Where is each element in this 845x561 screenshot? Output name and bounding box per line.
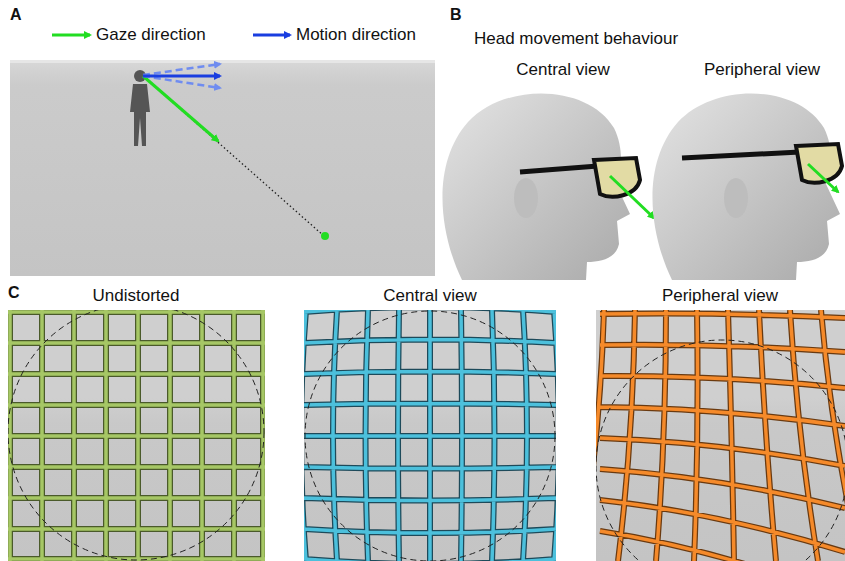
view-title: Peripheral view (662, 287, 778, 306)
panel-letter: A (10, 6, 22, 24)
head (652, 93, 842, 280)
view-title: Central view (516, 61, 610, 80)
panel-letter: B (450, 6, 462, 24)
head (442, 93, 654, 280)
panel-heading: Head movement behaviour (474, 30, 678, 49)
legend-text: Motion direction (296, 26, 416, 45)
legend-arrow (52, 34, 90, 37)
scene (10, 60, 435, 276)
legend-text: Gaze direction (96, 26, 206, 45)
grid-view (596, 310, 845, 561)
motion-arrow (143, 75, 220, 78)
grid-view (304, 310, 556, 561)
view-title: Undistorted (93, 287, 180, 306)
gaze-point (321, 232, 329, 240)
view-title: Peripheral view (704, 61, 820, 80)
motion-range (143, 64, 220, 75)
grid-view (8, 310, 265, 561)
panel-letter: C (8, 284, 20, 302)
motion-range (143, 76, 220, 88)
gaze-arrow (143, 76, 218, 141)
view-title: Central view (383, 287, 477, 306)
gaze-line (143, 76, 324, 236)
legend-arrow (253, 34, 290, 37)
